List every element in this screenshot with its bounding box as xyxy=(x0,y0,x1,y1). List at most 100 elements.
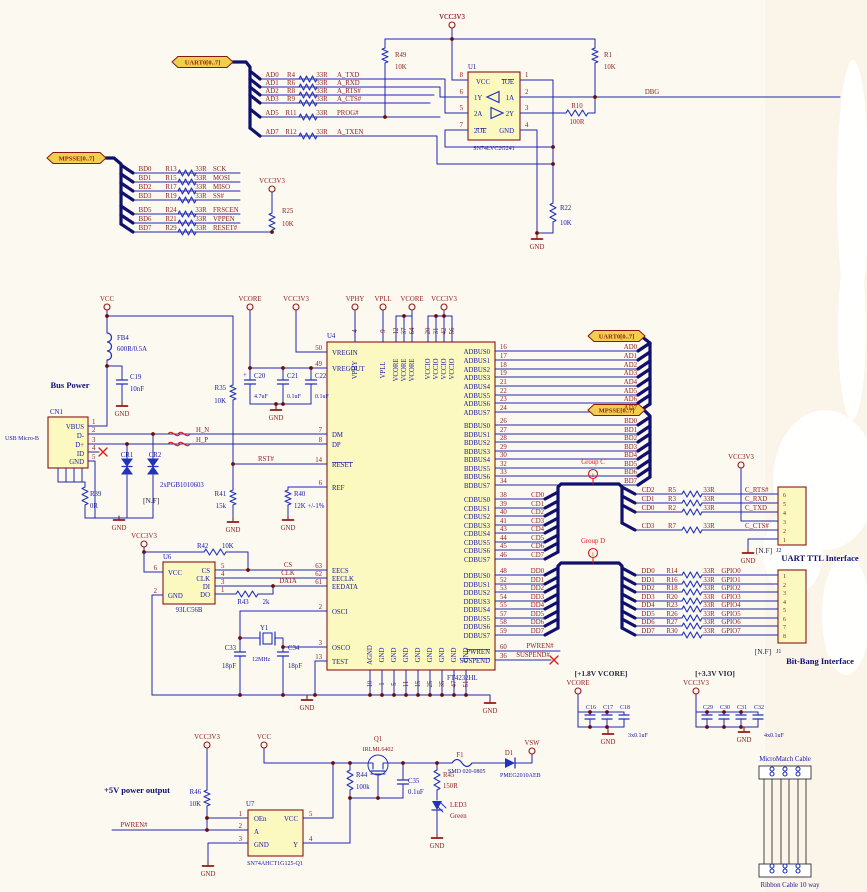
bdbus0-label: BDBUS0 xyxy=(464,423,491,430)
c34-label: C34 xyxy=(288,645,300,652)
cdbus3-label: CDBUS3 xyxy=(464,523,491,530)
3-label: 3 xyxy=(92,437,96,444)
gnd-label: GND xyxy=(403,648,410,663)
ref-label: REF xyxy=(332,485,345,492)
diode-icon xyxy=(505,758,515,768)
r18-label: R18 xyxy=(666,585,678,592)
q1-label: Q1 xyxy=(374,736,382,743)
ddbus0-label: DDBUS0 xyxy=(464,573,491,580)
2a-label: 2A xyxy=(474,111,482,118)
18pf-label: 18pF xyxy=(222,663,236,670)
eedata-label: EEDATA xyxy=(332,584,358,591)
bd2-label: BD2 xyxy=(139,184,152,191)
bd5-label: BD5 xyxy=(624,461,637,468)
3-label: 3 xyxy=(783,591,786,597)
ad1-label: AD1 xyxy=(624,353,637,360)
resistor-symbol xyxy=(681,571,703,579)
cable-pin-icon xyxy=(782,868,788,874)
bus-wire xyxy=(543,541,560,552)
cable-pin-icon xyxy=(795,766,801,772)
gnd-label: GND xyxy=(451,648,458,663)
resistor-symbol xyxy=(229,489,237,506)
r21-label: R21 xyxy=(165,216,176,223)
gpio3-label: GPIO3 xyxy=(721,594,741,601)
resistor-symbol xyxy=(433,769,441,791)
5-label: 5 xyxy=(391,682,398,686)
diffpair-icon xyxy=(167,441,181,447)
10k-label: 10K xyxy=(560,220,572,227)
u7-label: U7 xyxy=(246,801,255,808)
2-label: 2 xyxy=(783,529,786,535)
cable-connector xyxy=(758,863,812,878)
30-label: 30 xyxy=(500,452,507,459)
cable-pin-icon xyxy=(782,771,788,777)
57-label: 57 xyxy=(500,611,507,618)
power-port-label: VPLL xyxy=(375,296,392,303)
bd1-label: BD1 xyxy=(139,175,152,182)
2-label: 2 xyxy=(783,583,786,589)
cdbus5-label: CDBUS5 xyxy=(464,540,491,547)
resistor-symbol xyxy=(177,210,197,218)
gnd-label: GND xyxy=(601,739,616,746)
cable-pin-icon xyxy=(769,771,775,777)
j1-body xyxy=(777,569,807,644)
1y-label: 1Y xyxy=(474,95,482,102)
15-label: 15 xyxy=(415,680,422,687)
dd4-label: DD4 xyxy=(531,602,545,609)
gnd-label: GND xyxy=(69,459,84,466)
bdbus7-label: BDBUS7 xyxy=(464,483,491,490)
oen-label: OEn xyxy=(254,816,267,823)
junction-dot xyxy=(605,710,609,714)
resistor-symbol xyxy=(681,605,703,613)
junction-dot xyxy=(281,366,285,370)
34-label: 34 xyxy=(500,478,507,485)
c20-label: C20 xyxy=(254,373,266,380)
junction-dot xyxy=(368,693,372,697)
7-label: 7 xyxy=(783,625,786,631)
junction-dot xyxy=(434,314,438,318)
33r-label: 33R xyxy=(195,193,207,200)
14-label: 14 xyxy=(315,457,322,464)
resistor-symbol xyxy=(177,219,197,227)
smd-020-0805-label: SMD 020-0805 xyxy=(448,769,486,775)
12-label: 12 xyxy=(393,327,400,334)
vbus-label: VBUS xyxy=(66,424,84,431)
i-label: i xyxy=(592,473,594,479)
r12-label: R12 xyxy=(285,129,297,136)
vregin-label: VREGIN xyxy=(332,350,358,357)
bus-wire xyxy=(636,376,652,388)
bus-wire xyxy=(620,617,637,628)
junction-dot xyxy=(442,314,446,318)
bus-wire xyxy=(248,77,262,89)
junction-dot xyxy=(281,693,285,697)
r49-label: R49 xyxy=(395,52,407,59)
junction-dot xyxy=(238,636,242,640)
label-label: + xyxy=(243,372,247,379)
gpio5-label: GPIO5 xyxy=(721,611,741,618)
buffer-gate-icon xyxy=(485,90,500,104)
junction-dot xyxy=(739,725,743,729)
vppen-label: VPPEN xyxy=(213,216,235,223)
dd0-label: DD0 xyxy=(641,568,655,575)
cable-pin-icon xyxy=(795,771,801,777)
u4-label: U4 xyxy=(327,333,336,340)
bus-wire xyxy=(543,507,560,518)
12k-1-label: 12K +/-1% xyxy=(294,503,325,510)
33r-label: 33R xyxy=(195,184,207,191)
bus-wire xyxy=(119,172,135,184)
prog-label: PROG# xyxy=(337,110,359,117)
ad5-label: AD5 xyxy=(265,110,279,117)
resistor-symbol xyxy=(681,580,703,588)
61-label: 61 xyxy=(315,579,322,586)
cd1-label: CD1 xyxy=(642,496,655,503)
u6-body xyxy=(162,561,216,605)
33r-label: 33R xyxy=(703,602,715,609)
c30-label: C30 xyxy=(720,705,730,711)
crystal-icon xyxy=(262,632,273,645)
j2-label: J2 xyxy=(776,548,781,554)
junction-dot xyxy=(380,693,384,697)
bd5-label: BD5 xyxy=(139,207,152,214)
vcore-label: VCORE xyxy=(409,358,416,381)
6-label: 6 xyxy=(783,617,786,623)
r4-label: R4 xyxy=(287,72,296,79)
